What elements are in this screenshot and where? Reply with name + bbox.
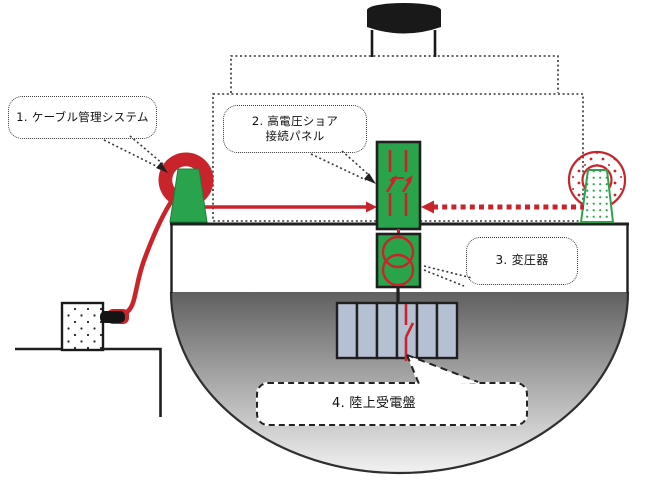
shore-outlet-box (60, 301, 105, 352)
callout-2-label-line2: 接続パネル (265, 129, 325, 143)
hv-shore-connection-panel (375, 140, 422, 231)
callout-1-bubble: 1. ケーブル管理システム (8, 96, 157, 139)
breaker-arrow-tip-right (405, 175, 413, 184)
switchboard-switch-symbol (404, 304, 415, 361)
callout-3-label: 3. 変圧器 (495, 253, 549, 268)
breaker-symbols (385, 150, 413, 216)
power-flow-arrow-dotted-head (421, 200, 434, 214)
callout-4-bubble: 4. 陸上受電盤 (256, 382, 528, 426)
funnel-icon (367, 3, 441, 34)
power-flow-arrow-solid-head (366, 201, 377, 213)
callout-3-bubble: 3. 変圧器 (466, 237, 578, 285)
callout-2-bubble: 2. 高電圧ショア 接続パネル (223, 105, 367, 153)
callout-4-label: 4. 陸上受電盤 (332, 395, 416, 411)
transformer-winding-bottom (381, 253, 415, 287)
superstructure-outline-upper (230, 55, 559, 93)
switchboard-cell (335, 301, 359, 360)
breaker-arrow-tip-left (389, 175, 397, 184)
hull-bottom-outline (169, 291, 630, 475)
transformer-box (375, 232, 422, 289)
callout-2-label-line1: 2. 高電圧ショア (251, 114, 339, 129)
cable-plug-icon (100, 311, 125, 323)
switchboard-cell (355, 301, 379, 360)
switchboard-cell (415, 301, 439, 360)
shore-cable (121, 196, 176, 317)
callout-1-label: 1. ケーブル管理システム (16, 110, 149, 125)
switchboard-cell (375, 301, 399, 360)
switchboard-cell (435, 301, 459, 360)
quay-edge (15, 347, 162, 417)
switchboard (335, 301, 459, 360)
transformer-winding-top (381, 235, 415, 269)
cable-reel-pedestal (169, 168, 208, 223)
